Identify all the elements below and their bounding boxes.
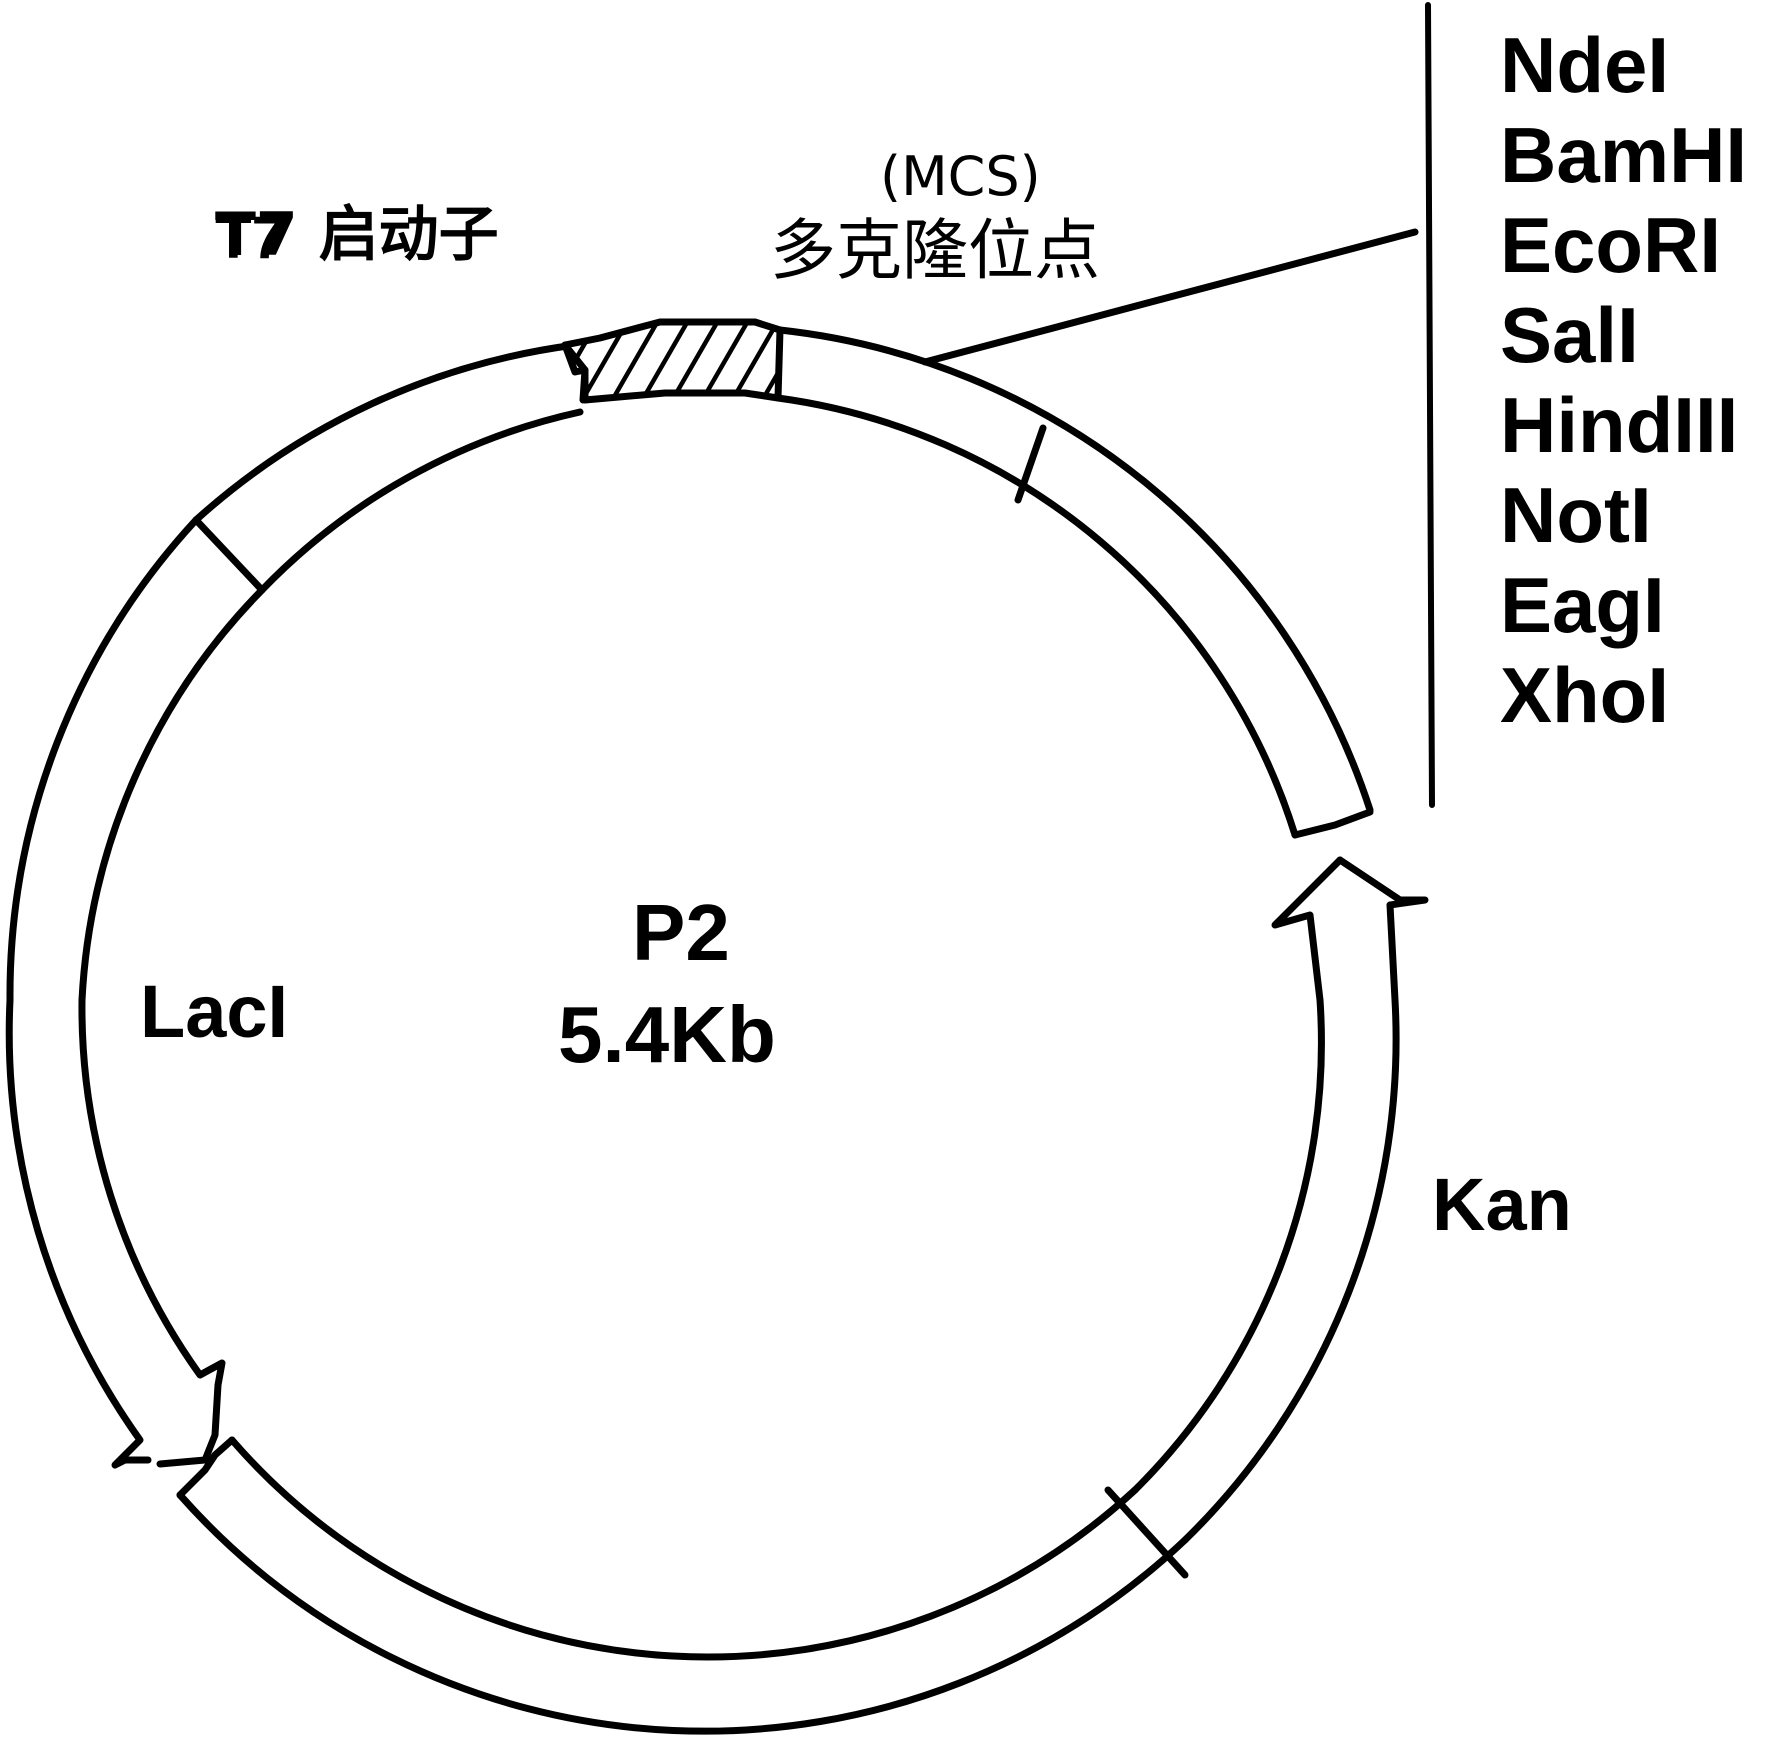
mcs-hatched-box [561,318,784,404]
mcs-leader-line [921,228,1419,366]
segment-upper-right-outer [776,326,1374,814]
restriction-site: BamHI [1500,111,1748,199]
bottom-left-cap [176,1436,236,1499]
mcs-abbrev-text: (MCS) [880,145,1041,208]
divider-top-right [1014,424,1047,504]
backbone-ring [5,2,1435,1735]
laci-arrow-inner [78,996,226,1468]
restriction-site: NdeI [1500,21,1670,109]
segment-upper-left-inner [258,408,584,594]
restriction-site-bracket [1425,2,1435,808]
laci-upper-inner [78,586,266,1004]
restriction-site: NotI [1500,471,1652,559]
mcs-abbrev-label: (MCS) [880,150,1041,204]
t7-promoter-label-prefix: T7 [215,204,286,271]
restriction-site-list: NdeI BamHI EcoRI SalI HindIII NotI EagI … [1500,20,1747,740]
upper-right-end-cap [1291,808,1374,839]
restriction-site: EcoRI [1500,201,1722,289]
segment-bottom-outer [176,1491,1189,1735]
restriction-site: EagI [1500,561,1665,649]
mcs-text: 多克隆位点 [770,212,1100,289]
restriction-site: HindIII [1500,381,1739,469]
plasmid-size: 5.4Kb [558,990,776,1079]
segment-upper-right-inner [774,394,1299,839]
t7-promoter-text: T7 启动子 [215,200,499,270]
kan-arrow-inner [1131,856,1344,1494]
laci-label: LacI [140,970,289,1053]
laci-upper-outer [6,516,200,1004]
plasmid-name: P2 [632,888,730,977]
kan-label: Kan [1432,1163,1572,1246]
segment-bottom-inner [228,1436,1139,1661]
t7-promoter-label: T7 启动子 [215,205,499,265]
restriction-site: SalI [1500,291,1639,379]
divider-top-left [192,516,266,594]
t7-promoter-mark [561,341,589,404]
restriction-site: XhoI [1500,651,1669,739]
laci-arrow-outer [5,996,152,1469]
kan-arrow-outer [1181,856,1429,1544]
segment-upper-left-outer [192,341,579,524]
mcs-label: 多克隆位点 [770,218,1100,284]
